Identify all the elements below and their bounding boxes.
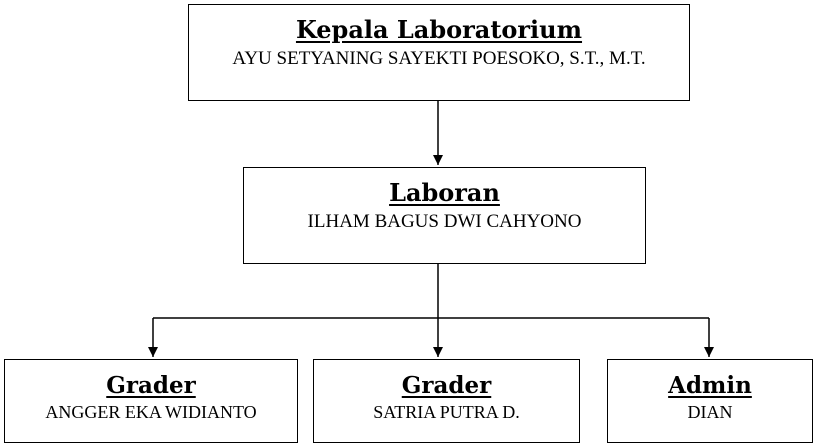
node-person-name: AYU SETYANING SAYEKTI POESOKO, S.T., M.T… xyxy=(232,48,646,69)
node-title: Grader xyxy=(401,372,492,399)
node-grader-1: Grader ANGGER EKA WIDIANTO xyxy=(4,359,298,443)
node-person-name: ILHAM BAGUS DWI CAHYONO xyxy=(307,211,582,232)
node-title: Grader xyxy=(106,372,196,399)
node-person-name: ANGGER EKA WIDIANTO xyxy=(45,402,257,422)
node-grader-2: Grader SATRIA PUTRA D. xyxy=(313,359,580,443)
node-title: Admin xyxy=(668,372,752,399)
node-person-name: DIAN xyxy=(687,402,733,422)
node-admin: Admin DIAN xyxy=(607,359,813,443)
node-title: Laboran xyxy=(389,178,500,207)
node-person-name: SATRIA PUTRA D. xyxy=(373,402,520,422)
node-laboran: Laboran ILHAM BAGUS DWI CAHYONO xyxy=(243,167,646,264)
node-title: Kepala Laboratorium xyxy=(295,15,583,44)
node-kepala-laboratorium: Kepala Laboratorium AYU SETYANING SAYEKT… xyxy=(188,4,690,101)
